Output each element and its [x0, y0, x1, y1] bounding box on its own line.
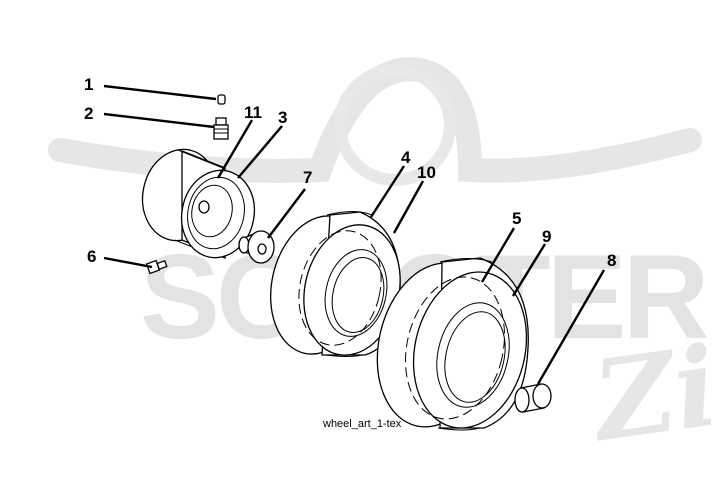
part-axle-cap [514, 383, 552, 413]
leader-6 [103, 256, 153, 269]
callout-labels: 1 2 11 3 7 4 10 6 5 9 8 [84, 75, 616, 270]
part-tire-rear [376, 257, 529, 431]
part-wheel-rim [141, 148, 256, 259]
figure-caption: wheel_art_1-tex [322, 418, 402, 430]
leader-lines [103, 84, 606, 385]
callout-11: 11 [244, 103, 262, 122]
part-valve-stem [213, 117, 229, 140]
leader-10 [392, 180, 425, 234]
leader-3 [237, 125, 283, 179]
leader-2 [103, 112, 215, 129]
callout-6: 6 [87, 247, 96, 266]
part-tire-front [270, 211, 401, 357]
leader-5 [480, 227, 516, 283]
leader-1 [103, 84, 217, 101]
callout-10: 10 [417, 163, 436, 182]
callout-1: 1 [84, 75, 93, 94]
callout-2: 2 [84, 104, 93, 123]
leader-8 [536, 269, 606, 385]
part-valve-cap [217, 94, 226, 105]
watermark-script-text: Zip [582, 311, 712, 467]
leader-9 [511, 243, 547, 297]
part-bushing [238, 230, 275, 264]
leader-11 [216, 119, 254, 179]
leader-7 [267, 188, 306, 239]
callout-7: 7 [303, 168, 312, 187]
callout-9: 9 [542, 227, 551, 246]
callout-8: 8 [607, 251, 616, 270]
callout-3: 3 [278, 108, 287, 127]
callout-5: 5 [512, 209, 521, 228]
callout-4: 4 [401, 148, 411, 167]
leader-4 [369, 165, 406, 218]
part-bolt [145, 259, 168, 275]
